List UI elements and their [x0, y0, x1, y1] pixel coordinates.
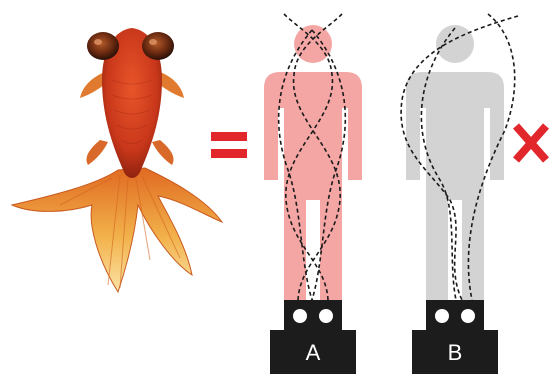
x-mark — [516, 126, 546, 160]
pedestal-a-label: A — [293, 342, 333, 364]
human-silhouette-a — [264, 25, 362, 300]
figure-b-body — [406, 72, 504, 300]
goldfish-eye-left — [87, 32, 119, 60]
goldfish-illustration — [12, 28, 222, 292]
equals-sign — [211, 132, 247, 158]
goldfish-eye-right — [142, 32, 174, 60]
figure-b-head — [436, 25, 474, 63]
goldfish-tail-fin — [12, 168, 222, 292]
pedestal-b-label: B — [435, 342, 475, 364]
